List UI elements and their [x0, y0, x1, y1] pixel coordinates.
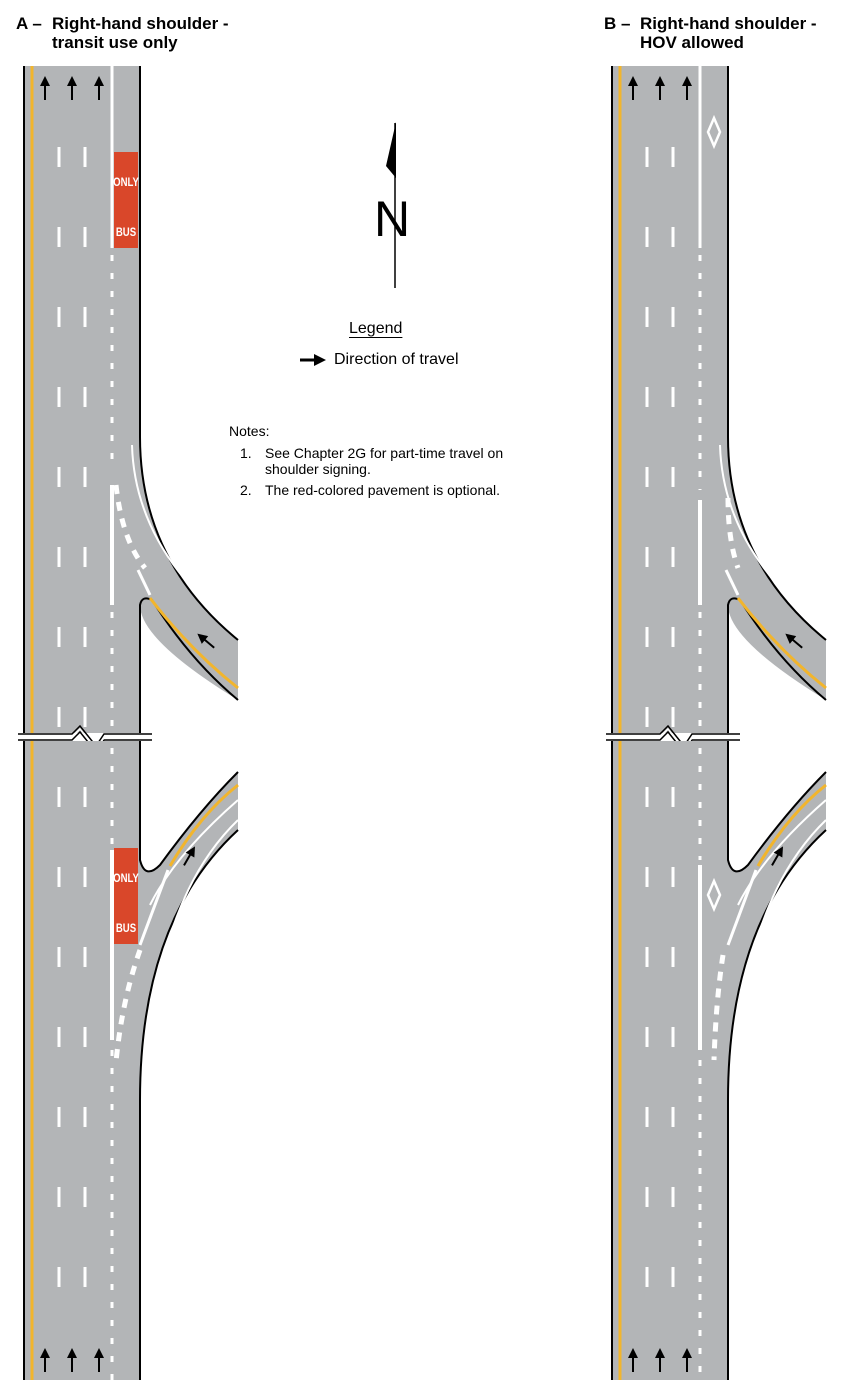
- lane-lines-upper-b: [645, 147, 675, 727]
- note-item: 1. See Chapter 2G for part-time travel o…: [229, 445, 569, 477]
- arrow-diagonal-icon-lower-b: [771, 846, 783, 866]
- bus-sign-word-only-lower: ONLY: [113, 872, 139, 885]
- entrance-ramp-white-line-b: [737, 799, 827, 906]
- notes-block: Notes: 1. See Chapter 2G for part-time t…: [229, 423, 569, 503]
- panel-b-roadway-diagram: [606, 66, 827, 1380]
- entrance-ramp-dotted-extension-b: [711, 954, 726, 1061]
- entrance-ramp-right-edge-line: [139, 829, 239, 1380]
- bus-sign-word-only: ONLY: [113, 176, 139, 189]
- entrance-ramp-yellow-line-b: [756, 783, 827, 867]
- mainline-pavement-upper: [24, 66, 238, 733]
- exit-ramp-yellow-line-b: [736, 597, 827, 690]
- bus-sign-word-bus: BUS: [116, 226, 136, 239]
- panel-a-roadway-diagram: ONLY BUS ONLY BUS: [18, 66, 239, 1380]
- exit-ramp-dotted-extension-b: [725, 497, 741, 569]
- legend-item-label: Direction of travel: [334, 351, 459, 368]
- entrance-ramp-yellow-line: [168, 783, 239, 867]
- legend-title: Legend: [349, 320, 403, 337]
- arrow-diagonal-icon-lower: [183, 846, 195, 866]
- mainline-pavement-lower: [24, 741, 238, 1380]
- notes-title: Notes:: [229, 423, 270, 439]
- bus-sign-word-bus-lower: BUS: [116, 922, 136, 935]
- lane-lines-lower: [57, 787, 87, 1287]
- bus-only-pavement-marking-lower: ONLY BUS: [113, 848, 140, 944]
- exit-ramp-gore-white-line: [136, 569, 152, 596]
- panel-b-title: B – Right-hand shoulder - HOV allowed: [604, 14, 817, 52]
- note-number: 1.: [240, 445, 252, 461]
- legend-item-direction: Direction of travel: [300, 351, 459, 369]
- arrow-up-icon: [40, 76, 104, 100]
- north-label: N: [374, 191, 410, 247]
- arrow-right-icon: [300, 354, 326, 366]
- note-number: 2.: [240, 482, 252, 498]
- panel-a-title: A – Right-hand shoulder - transit use onl…: [16, 14, 229, 52]
- entrance-ramp-gore-white-line: [138, 869, 170, 946]
- panel-a-title-line1: Right-hand shoulder -: [52, 14, 229, 33]
- arrow-up-icon-lower: [40, 1348, 104, 1372]
- entrance-ramp-white-line: [149, 799, 239, 906]
- hov-diamond-icon-lower: [706, 877, 722, 913]
- exit-ramp-left-edge-line-b: [727, 436, 827, 641]
- panel-b-title-line1: Right-hand shoulder -: [640, 14, 817, 33]
- north-arrow: N: [374, 122, 410, 288]
- lane-lines-upper: [57, 147, 87, 727]
- note-text: The red-colored pavement is optional.: [265, 482, 501, 498]
- north-arrow-head-icon: [386, 122, 396, 178]
- mainline-pavement-upper-b: [612, 66, 826, 733]
- entrance-ramp-right-white-line: [146, 819, 239, 1380]
- arrow-up-icon-lower-b: [628, 1348, 692, 1372]
- arrow-diagonal-icon-b: [785, 633, 803, 649]
- exit-ramp-yellow-line: [148, 597, 239, 690]
- entrance-ramp-gore-edge-line-b: [727, 741, 827, 873]
- hov-diamond-icon: [706, 114, 722, 150]
- note-item: 2. The red-colored pavement is optional.: [229, 482, 569, 498]
- entrance-ramp-gore-edge-line: [139, 741, 239, 873]
- panel-a-title-prefix: A –: [16, 14, 42, 33]
- entrance-ramp-gore-white-line-b: [726, 869, 758, 946]
- arrow-up-icon-b: [628, 76, 692, 100]
- exit-ramp-gore-white-line-b: [724, 569, 740, 596]
- entrance-ramp-dotted-extension: [113, 949, 143, 1063]
- entrance-ramp-right-white-line-b: [734, 819, 827, 1380]
- note-text: See Chapter 2G for part-time travel on s…: [265, 445, 504, 477]
- exit-ramp-white-line-b: [719, 444, 827, 631]
- panel-b-title-line2: HOV allowed: [640, 33, 744, 52]
- bus-only-pavement-marking-upper: ONLY BUS: [113, 152, 140, 248]
- lane-lines-lower-b: [645, 787, 675, 1287]
- panel-a-title-line2: transit use only: [52, 33, 178, 52]
- arrow-diagonal-icon: [197, 633, 215, 649]
- entrance-ramp-right-edge-line-b: [727, 829, 827, 1380]
- exit-ramp-white-line: [131, 444, 239, 631]
- exit-ramp-left-edge-line: [139, 436, 239, 641]
- mainline-pavement-lower-b: [612, 741, 826, 1380]
- panel-b-title-prefix: B –: [604, 14, 631, 33]
